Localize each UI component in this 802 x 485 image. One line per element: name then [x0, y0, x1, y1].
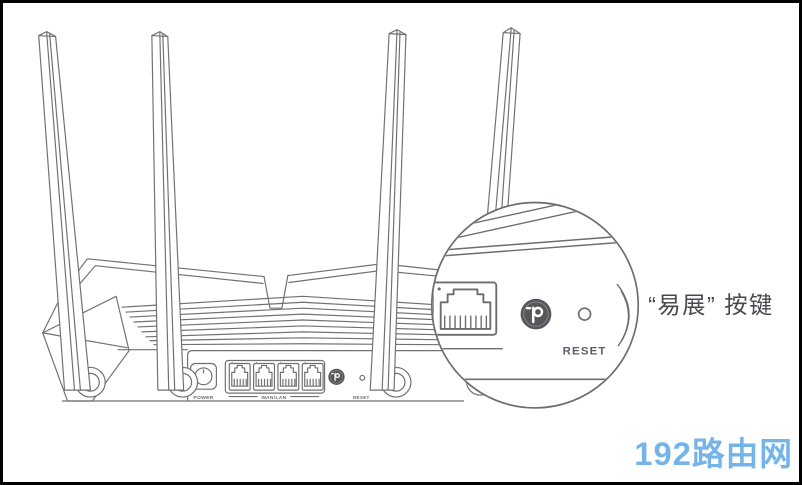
rear-panel-ports: POWER WAN/LAN RESET [189, 359, 370, 401]
antennas [38, 27, 521, 391]
power-label: POWER [193, 395, 213, 401]
mesh-logo-icon [525, 306, 544, 324]
watermark: 192路由网 [634, 435, 793, 472]
mesh-logo-icon [331, 372, 341, 381]
magnified-hinge-hatch [432, 351, 448, 379]
top-notch [263, 274, 289, 309]
easy-mesh-button [520, 298, 552, 330]
easy-mesh-button-small [328, 368, 345, 385]
reset-label-magnified: RESET [563, 346, 607, 358]
rj45-port-icon [432, 281, 498, 336]
easy-mesh-callout-label: “易展” 按键 [648, 292, 774, 318]
magnifier-outline [430, 201, 640, 409]
antenna-4 [486, 27, 521, 217]
reset-pinhole-icon [577, 307, 592, 321]
router-diagram: POWER WAN/LAN RESET [38, 27, 793, 472]
antenna-1 [38, 31, 91, 391]
reset-pinhole-small [359, 374, 366, 381]
reset-label-small: RESET [353, 395, 370, 400]
wan-lan-ports-icon [224, 359, 326, 394]
antenna-2 [151, 31, 185, 391]
antenna-3 [369, 29, 407, 391]
magnifier-circle: RESET [430, 201, 640, 409]
wan-lan-label: WAN/LAN [261, 395, 286, 401]
rear-panel-outline [187, 350, 500, 402]
